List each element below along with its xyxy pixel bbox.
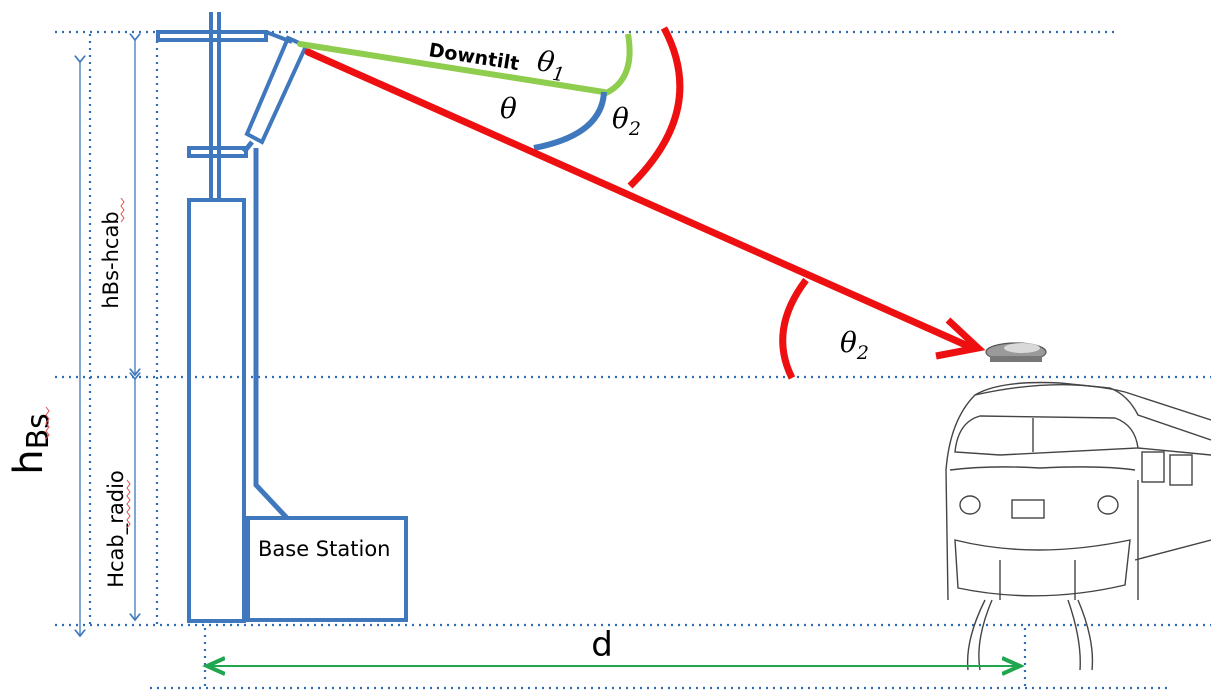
train-right-lamp (1097, 495, 1119, 515)
train-lower-panel (999, 560, 1076, 600)
train-grille (1011, 499, 1045, 519)
theta-arc (533, 91, 607, 151)
hbs-label: hBs (6, 413, 56, 475)
train-roof-antenna (985, 342, 1047, 362)
train-side-window-1 (1141, 451, 1165, 483)
mast-cabinet (187, 198, 246, 623)
train-bumper (954, 539, 1131, 597)
base-station-box (246, 516, 408, 622)
train-illustration (945, 381, 1211, 671)
upper-crossbar (156, 30, 268, 42)
downtilt-line (297, 41, 607, 95)
antenna-panel (244, 35, 309, 145)
hcab-radio-label: Hcab_radio (104, 470, 129, 588)
train-rail-right-2 (1067, 599, 1081, 671)
hbs-label-main: hBs (6, 413, 56, 475)
train-left-lamp (959, 495, 981, 515)
train-side-body (1134, 447, 1211, 600)
train-windshield (954, 415, 1139, 456)
upper-theta2-arc (627, 26, 684, 189)
base-station-mast (156, 12, 408, 623)
spellcheck-underline-hcab-radio (126, 479, 131, 529)
theta1-label: θ1 (534, 44, 569, 86)
train-side-window-2 (1169, 454, 1193, 486)
beam-line (304, 48, 972, 350)
base-station-label: Base Station (258, 537, 390, 561)
spellcheck-underline-hbs (45, 406, 50, 440)
train-roof (974, 383, 1211, 421)
train-nose (949, 466, 1136, 471)
distance-label: d (591, 625, 613, 665)
theta-label: θ (500, 92, 517, 125)
train-rail-left (966, 599, 986, 671)
hbs-hcab-label: hBs-hcab (99, 211, 123, 308)
beam-arrowhead (935, 317, 986, 360)
antenna-cable (242, 140, 289, 520)
downtilt-arc (602, 33, 633, 97)
train-body-outline (945, 381, 1211, 601)
train-rail-right (1077, 599, 1094, 671)
theta2-lower-label: θ2 (840, 326, 869, 364)
theta2-upper-label: θ2 (612, 102, 641, 140)
spellcheck-underline-hbs-hcab (120, 197, 125, 223)
lower-theta2-arc (779, 277, 809, 380)
